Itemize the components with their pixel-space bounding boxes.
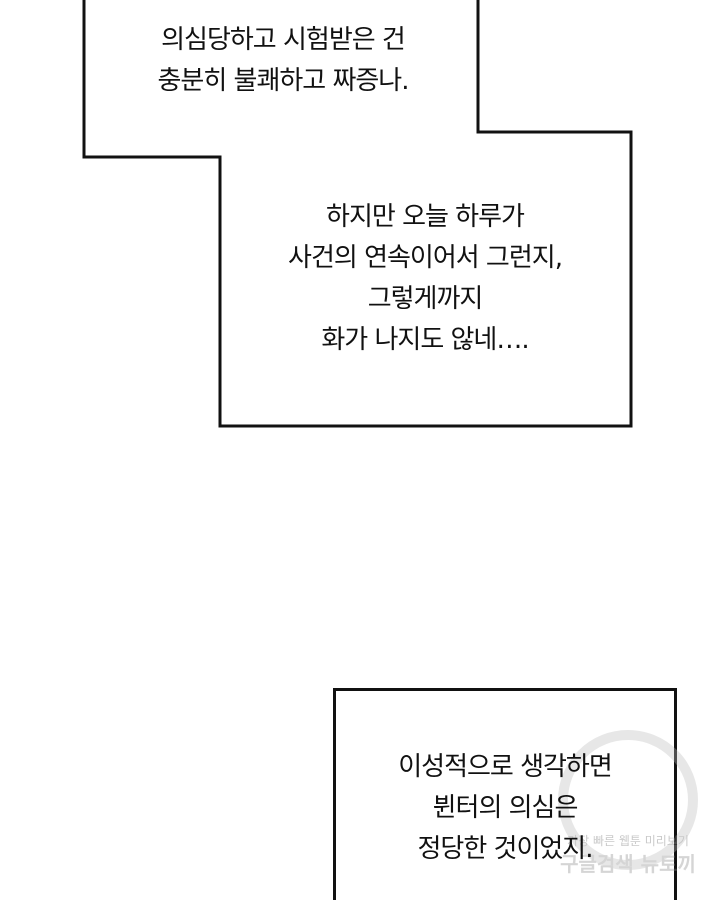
text-line: 정당한 것이었지. xyxy=(417,834,594,864)
watermark-line2: 구글검색 뉴토끼 xyxy=(560,852,696,876)
watermark: 가장 빠른 웹툰 미리보기 구글검색 뉴토끼 xyxy=(548,720,708,890)
text-line: 이성적으로 생각하면 xyxy=(398,752,613,782)
watermark-logo-icon xyxy=(558,730,698,870)
watermark-line1: 가장 빠른 웹툰 미리보기 xyxy=(567,834,689,848)
narration-text-bottom: 이성적으로 생각하면 뷘터의 의심은 정당한 것이었지. xyxy=(398,747,613,870)
text-line: 충분히 불쾌하고 짜증나. xyxy=(157,66,410,96)
text-line: 하지만 오늘 하루가 xyxy=(326,202,525,232)
narration-text-top: 의심당하고 시험받은 건 충분히 불쾌하고 짜증나. xyxy=(157,20,410,102)
text-line: 화가 나지도 않네…. xyxy=(321,325,529,355)
text-line: 뷘터의 의심은 xyxy=(432,793,579,823)
text-line: 그렇게까지 xyxy=(367,284,484,314)
narration-box-top xyxy=(82,0,633,428)
narration-text-middle: 하지만 오늘 하루가 사건의 연속이어서 그런지, 그렇게까지 화가 나지도 않… xyxy=(288,197,563,361)
text-line: 의심당하고 시험받은 건 xyxy=(161,25,406,55)
text-line: 사건의 연속이어서 그런지, xyxy=(288,243,563,273)
